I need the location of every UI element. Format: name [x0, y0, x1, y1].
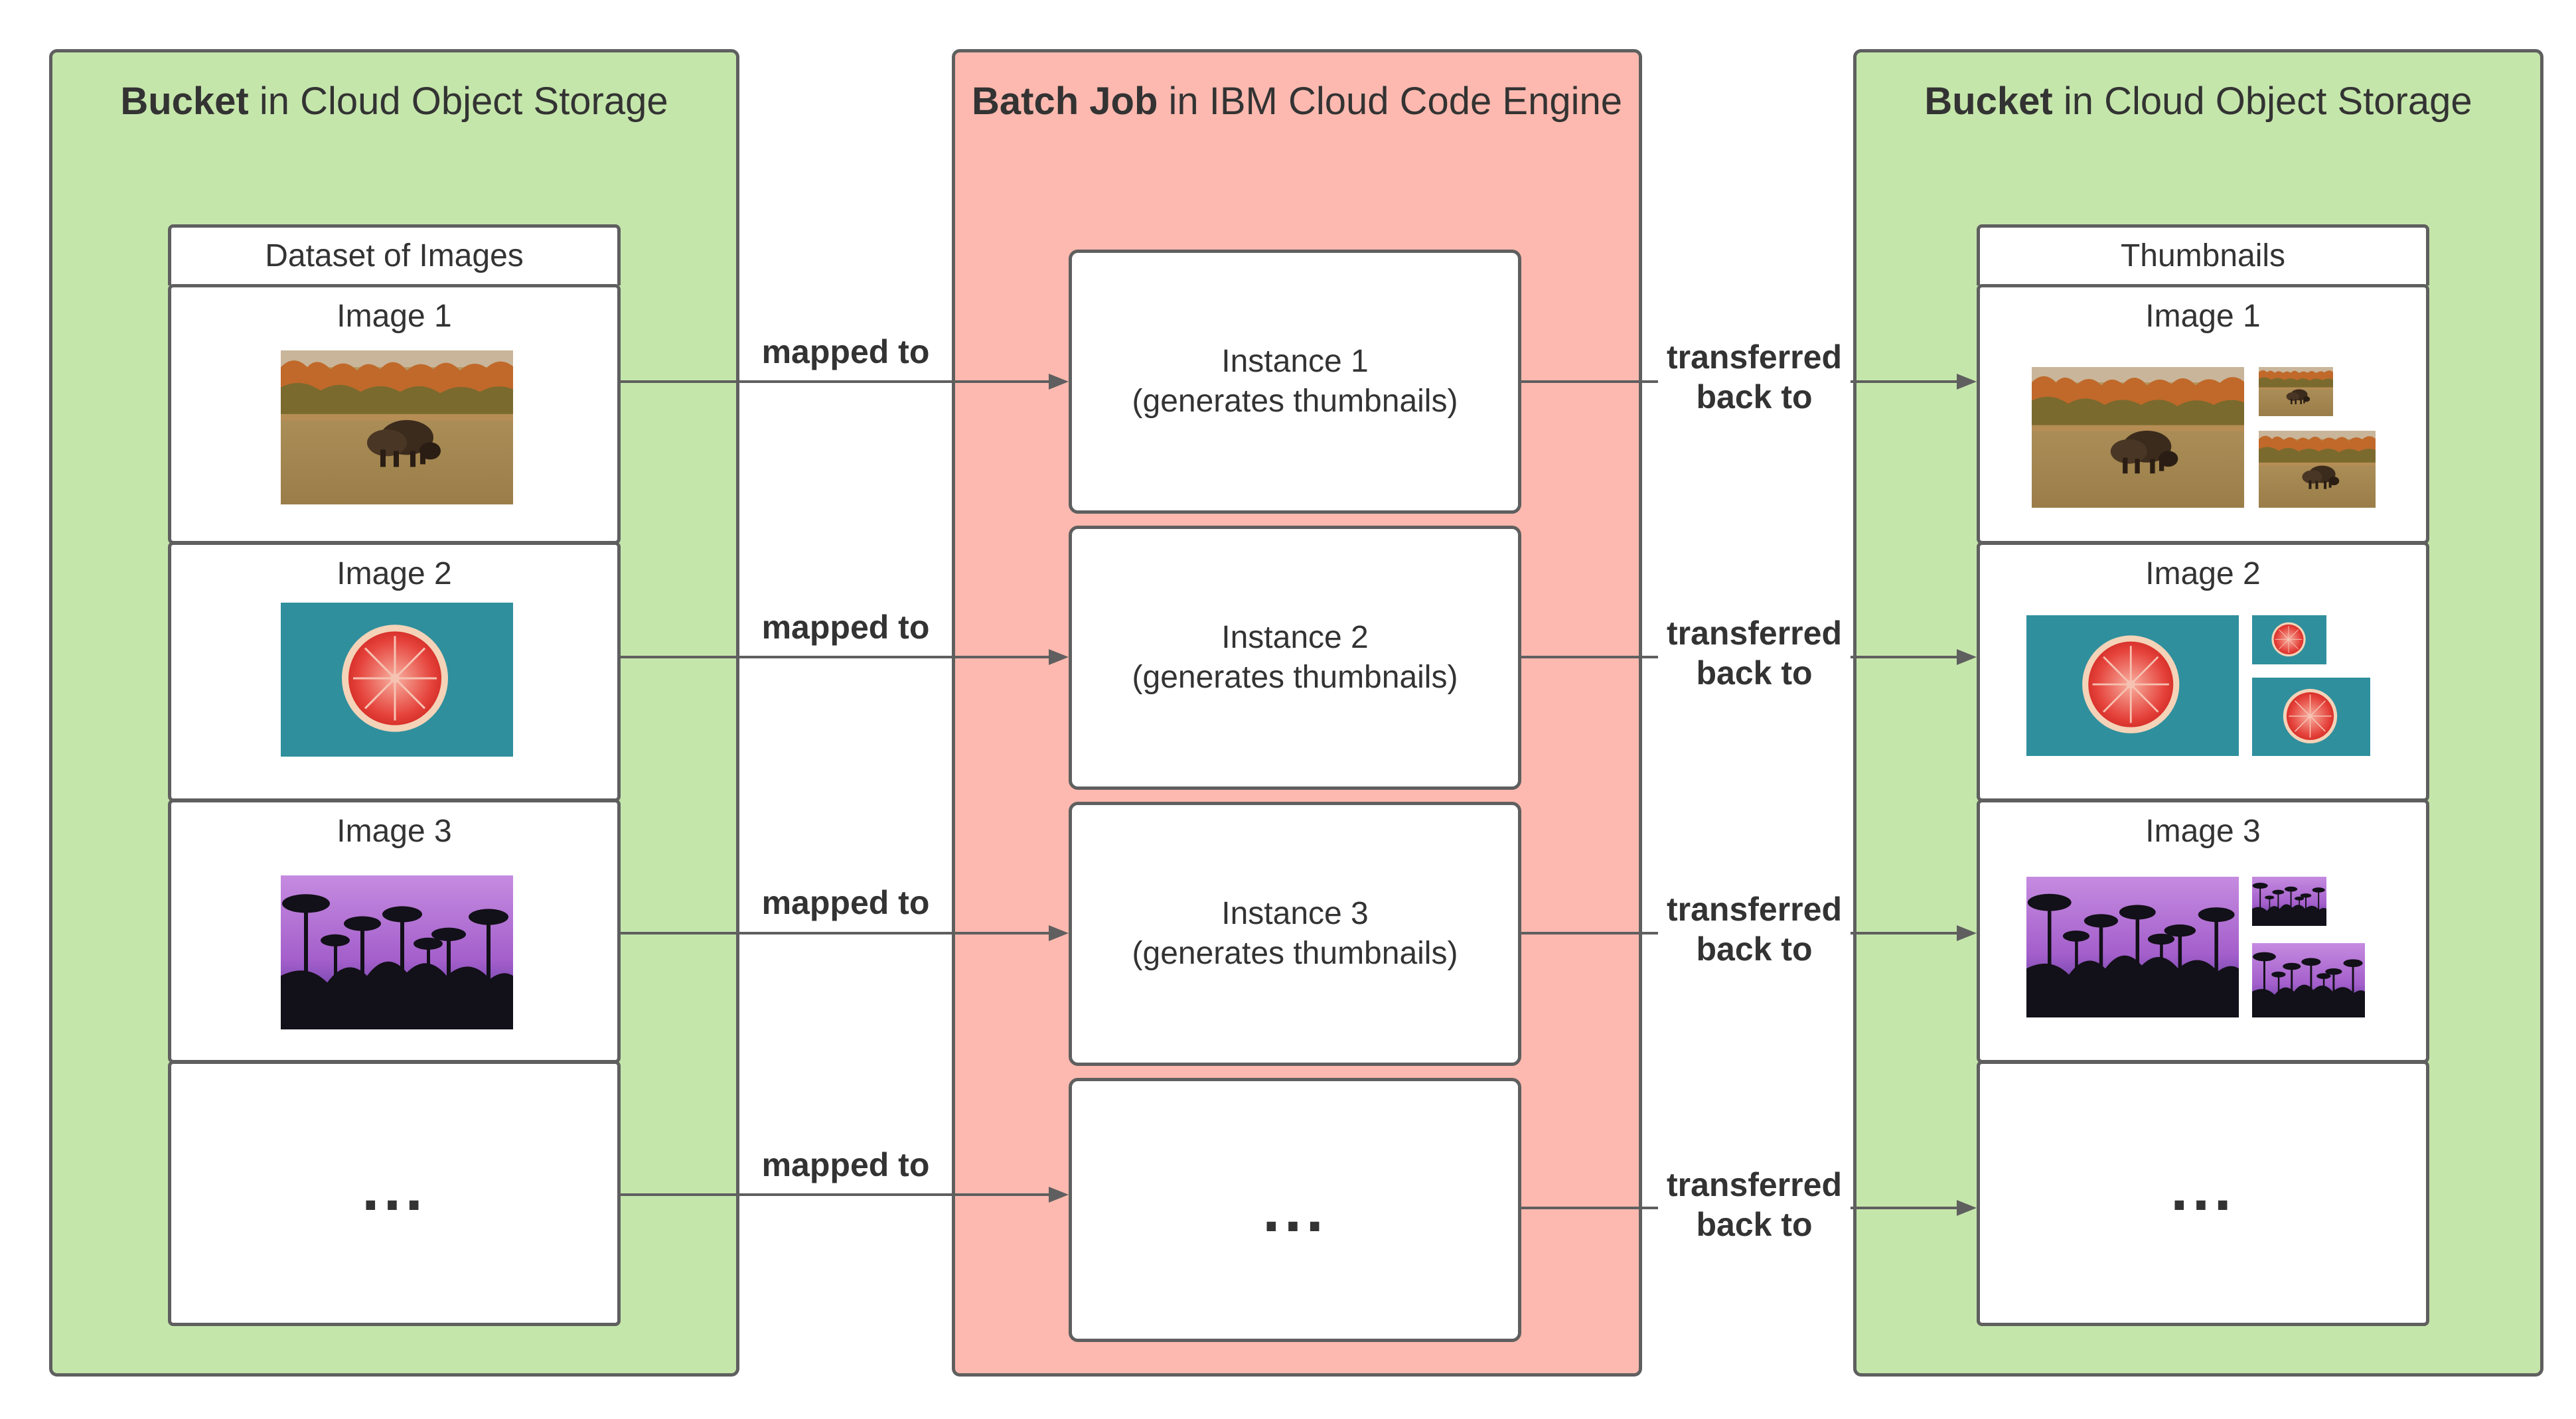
transferred-line1: transferred	[1667, 891, 1842, 928]
mapped-to-label: mapped to	[742, 1145, 949, 1185]
instance-box: Instance 2 (generates thumbnails)	[1069, 526, 1521, 790]
dataset-row-label: Image 1	[337, 299, 452, 334]
dataset-row: ...	[168, 1061, 621, 1326]
dataset-row: Image 1	[168, 284, 621, 544]
transferred-line2: back to	[1696, 1206, 1813, 1243]
dataset-header: Dataset of Images	[168, 224, 621, 285]
arrowhead	[1957, 649, 1977, 665]
thumbnails-row-label: Image 1	[2145, 299, 2261, 334]
instance-ellipsis: ...	[1262, 1174, 1327, 1245]
arrowhead	[1049, 374, 1069, 390]
source-bucket-title: Bucket in Cloud Object Storage	[120, 80, 668, 123]
transferred-back-to-label: transferred back to	[1658, 613, 1851, 693]
mapped-to-label: mapped to	[742, 883, 949, 923]
instance-box: Instance 1 (generates thumbnails)	[1069, 250, 1521, 514]
instance-description: (generates thumbnails)	[1132, 384, 1458, 419]
arrowhead	[1957, 374, 1977, 390]
instance-description: (generates thumbnails)	[1132, 660, 1458, 695]
instance-box: ...	[1069, 1078, 1521, 1342]
dataset-row: Image 3	[168, 799, 621, 1063]
mapped-to-label: mapped to	[742, 607, 949, 647]
instance-box: Instance 3 (generates thumbnails)	[1069, 802, 1521, 1066]
transferred-line2: back to	[1696, 931, 1813, 968]
arrowhead	[1957, 925, 1977, 941]
thumbnails-ellipsis: ...	[2170, 1153, 2235, 1224]
transferred-line1: transferred	[1667, 615, 1842, 652]
batch-job-title: Batch Job in IBM Cloud Code Engine	[972, 80, 1622, 123]
arrowhead	[1957, 1200, 1977, 1216]
thumbnails-row: ...	[1977, 1061, 2429, 1326]
transferred-line2: back to	[1696, 654, 1813, 692]
thumbnails-row-label: Image 3	[2145, 814, 2261, 849]
thumbnails-row: Image 1	[1977, 284, 2429, 544]
transferred-line1: transferred	[1667, 1166, 1842, 1203]
instance-name: Instance 1	[1221, 344, 1369, 379]
transferred-back-to-label: transferred back to	[1658, 1165, 1851, 1244]
arrowhead	[1049, 649, 1069, 665]
transferred-back-to-label: transferred back to	[1658, 889, 1851, 969]
dataset-ellipsis: ...	[361, 1153, 427, 1224]
arrowhead	[1049, 1187, 1069, 1203]
thumbnails-row: Image 2	[1977, 542, 2429, 802]
arrowhead	[1049, 925, 1069, 941]
instance-name: Instance 2	[1221, 620, 1369, 655]
dataset-row-label: Image 3	[337, 814, 452, 849]
transferred-line2: back to	[1696, 378, 1813, 415]
thumbnails-row: Image 3	[1977, 799, 2429, 1063]
transferred-back-to-label: transferred back to	[1658, 337, 1851, 417]
instance-name: Instance 3	[1221, 896, 1369, 931]
thumbnails-header: Thumbnails	[1977, 224, 2429, 285]
instance-description: (generates thumbnails)	[1132, 936, 1458, 971]
transferred-line1: transferred	[1667, 338, 1842, 376]
dataset-row-label: Image 2	[337, 556, 452, 591]
dataset-row: Image 2	[168, 542, 621, 802]
mapped-to-label: mapped to	[742, 332, 949, 372]
thumbnails-row-label: Image 2	[2145, 556, 2261, 591]
target-bucket-title: Bucket in Cloud Object Storage	[1924, 80, 2472, 123]
